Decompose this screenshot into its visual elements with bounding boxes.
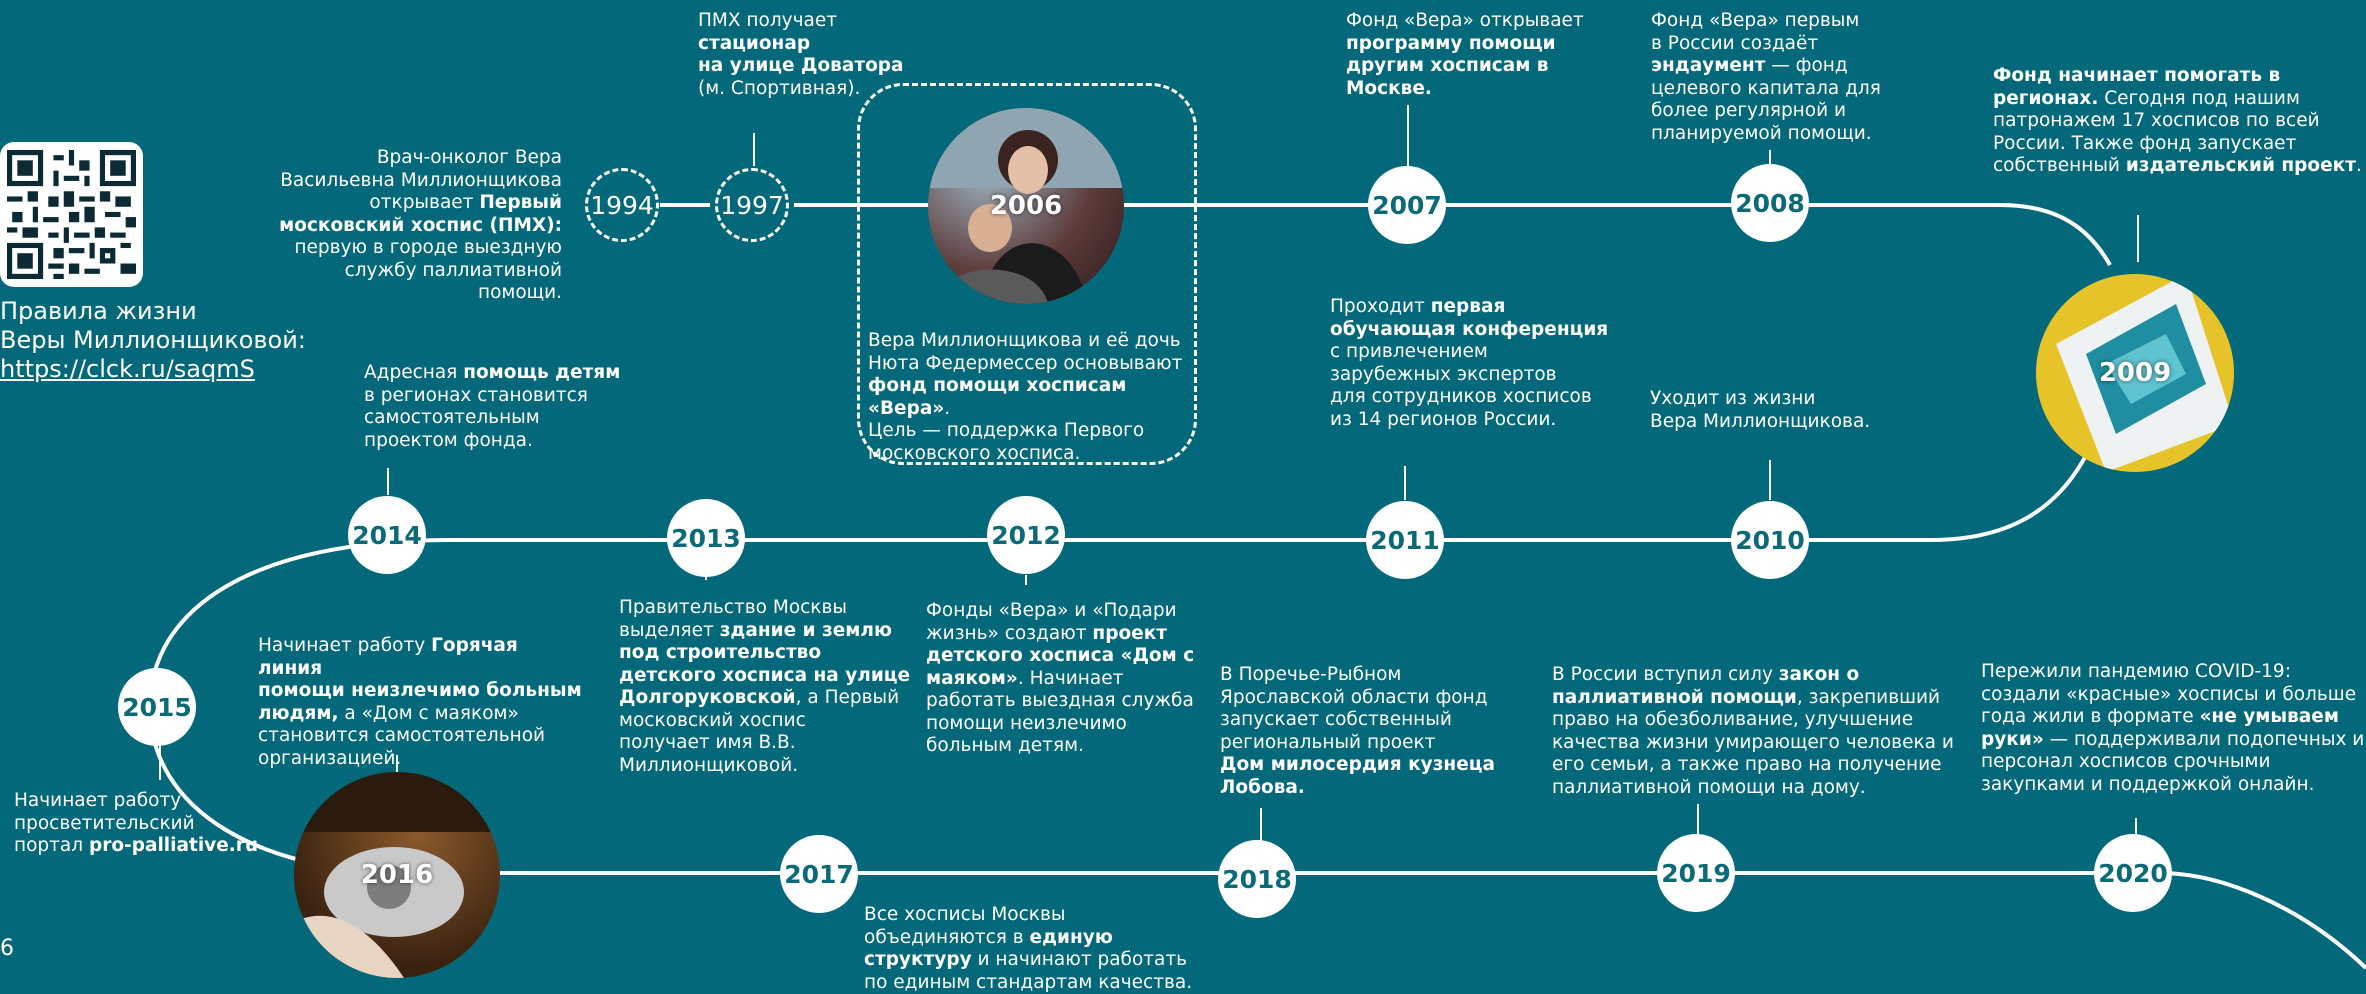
rules-block: Правила жизни Веры Миллионщиковой: https…	[0, 297, 306, 384]
year-2020-marker: 2020	[2094, 834, 2172, 912]
photo-book-cover: 2009	[2036, 274, 2234, 472]
year-2009-label: 2009	[2098, 358, 2172, 388]
page-number: 6	[0, 936, 14, 961]
photo-mother-daughter: 2006	[928, 108, 1124, 304]
year-2017-marker: 2017	[780, 835, 858, 913]
year-2013-marker: 2013	[667, 499, 745, 577]
year-2014-marker: 2014	[348, 496, 426, 574]
year-2007-marker: 2007	[1368, 166, 1446, 244]
event-2019-text: В России вступил силу закон о паллиативн…	[1552, 664, 1954, 798]
event-2018-text: В Поречье-Рыбном Ярославской области фон…	[1220, 664, 1495, 798]
rules-link[interactable]: https://clck.ru/saqmS	[0, 355, 255, 383]
highlight-frame-2006	[857, 83, 1197, 465]
year-2012-marker: 2012	[987, 496, 1065, 574]
year-1994-marker: 1994	[585, 168, 659, 242]
event-2017-text: Все хосписы Москвы объединяются в единую…	[864, 904, 1193, 993]
event-2016-text: Начинает работу просветительский портал …	[14, 790, 259, 856]
event-1997-text: ПМХ получает стационар на улице Доватора…	[698, 10, 904, 99]
event-2009-text: Фонд начинает помогать в регионах. Сегод…	[1993, 65, 2362, 176]
event-2014-text: Адресная помощь детям в регионах станови…	[364, 362, 621, 451]
event-2015-text: Начинает работу Горячая линия помощи неи…	[258, 635, 582, 769]
event-2011-text: Проходит первая обучающая конференция с …	[1330, 296, 1609, 430]
year-2006-label: 2006	[989, 191, 1063, 221]
event-1994-text: Врач-онколог Вера Васильевна Миллионщико…	[279, 147, 562, 303]
event-2007-text: Фонд «Вера» открывает программу помощи д…	[1346, 10, 1584, 99]
year-2019-marker: 2019	[1657, 834, 1735, 912]
year-2011-marker: 2011	[1366, 501, 1444, 579]
year-2010-marker: 2010	[1731, 501, 1809, 579]
photo-telephone-hand: 2016	[294, 772, 500, 978]
event-2006-text: Вера Миллионщикова и её дочь Нюта Федерм…	[868, 330, 1183, 464]
book-icon	[2056, 274, 2234, 472]
event-2012-text: Фонды «Вера» и «Подари жизнь» создают пр…	[926, 600, 1195, 756]
year-1997-marker: 1997	[715, 168, 789, 242]
year-2016-label: 2016	[360, 860, 434, 890]
people-silhouette-icon	[928, 108, 1124, 304]
event-2008-text: Фонд «Вера» первым в России создаёт энда…	[1651, 10, 1881, 144]
rules-title-2: Веры Миллионщиковой:	[0, 326, 306, 354]
rules-title-1: Правила жизни	[0, 297, 197, 325]
event-2010-text: Уходит из жизни Вера Миллионщикова.	[1650, 388, 1871, 432]
event-2020-text: Пережили пандемию COVID-19: создали «кра…	[1981, 661, 2365, 795]
year-2018-marker: 2018	[1218, 840, 1296, 918]
event-2013-text: Правительство Москвы выделяет здание и з…	[619, 597, 911, 776]
year-2015-marker: 2015	[118, 668, 196, 746]
qr-code-icon[interactable]	[0, 142, 143, 287]
year-2008-marker: 2008	[1731, 164, 1809, 242]
telephone-icon	[294, 772, 500, 978]
